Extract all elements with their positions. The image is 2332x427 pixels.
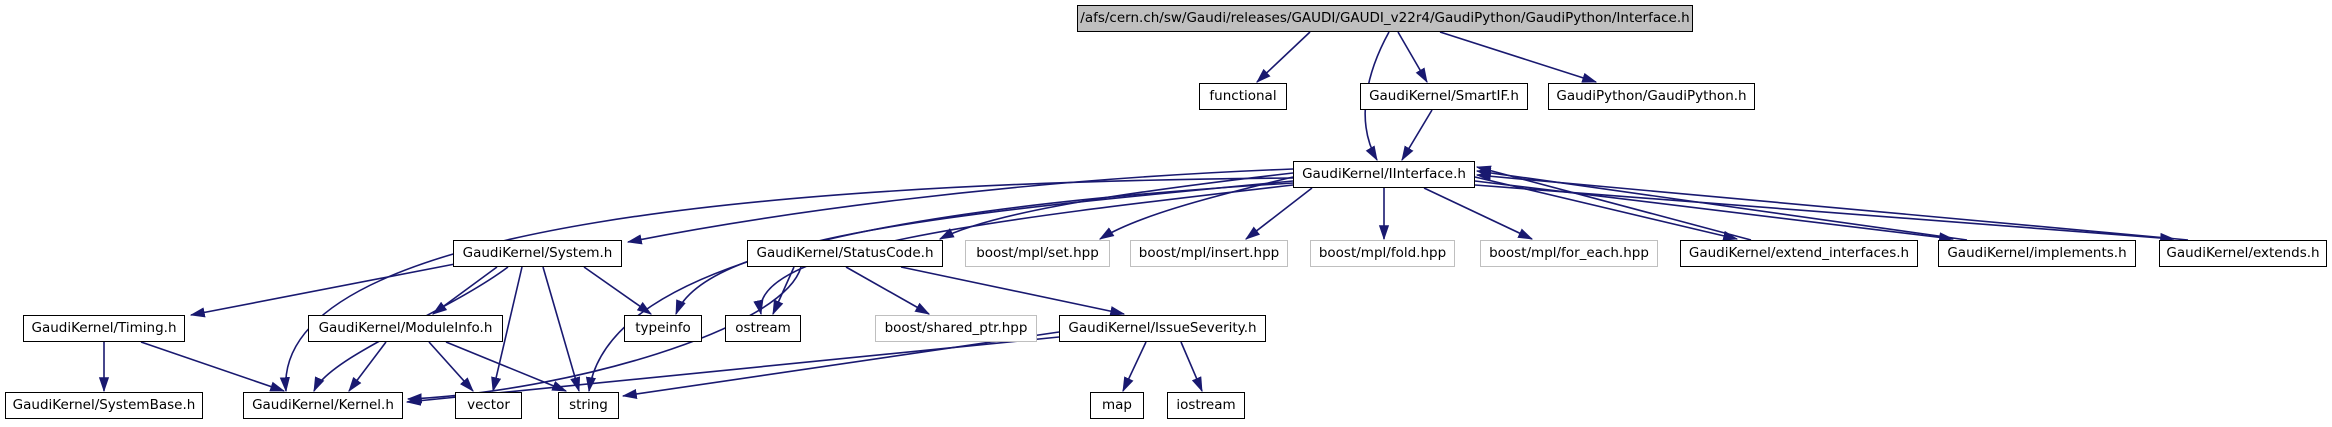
edge-iinterface-extends xyxy=(1474,184,2176,244)
graph-node-extend_interfaces[interactable]: GaudiKernel/extend_interfaces.h xyxy=(1680,240,1918,267)
edge-iinterface-mpl_set xyxy=(1098,176,1294,240)
graph-node-iostream: iostream xyxy=(1167,392,1245,419)
graph-node-functional: functional xyxy=(1199,83,1287,110)
graph-node-mpl_fold: boost/mpl/fold.hpp xyxy=(1310,240,1455,267)
graph-node-systembase[interactable]: GaudiKernel/SystemBase.h xyxy=(5,392,203,419)
graph-node-label: GaudiKernel/SmartIF.h xyxy=(1369,87,1519,104)
edge-iinterface-ostream xyxy=(753,184,1294,316)
graph-node-statuscode[interactable]: GaudiKernel/StatusCode.h xyxy=(747,240,943,267)
edge-system-timing xyxy=(189,263,456,318)
edge-system-string xyxy=(542,266,581,393)
edge-root-functional xyxy=(1256,31,1311,83)
edge-iinterface-mpl_foreach xyxy=(1423,187,1534,240)
graph-node-label: GaudiKernel/implements.h xyxy=(1947,244,2127,261)
graph-node-typeinfo: typeinfo xyxy=(624,315,702,342)
edge-timing-kernel xyxy=(140,341,286,392)
graph-node-label: GaudiKernel/extend_interfaces.h xyxy=(1688,244,1910,261)
graph-node-vector: vector xyxy=(455,392,522,419)
graph-node-kernel[interactable]: GaudiKernel/Kernel.h xyxy=(243,392,403,419)
edge-smartif-iinterface xyxy=(1401,109,1433,162)
graph-node-label: typeinfo xyxy=(635,319,691,336)
graph-node-label: GaudiKernel/SystemBase.h xyxy=(12,396,196,413)
edge-iinterface-extend_interfaces xyxy=(1474,176,1739,241)
graph-node-label: GaudiKernel/ModuleInfo.h xyxy=(318,319,493,336)
edge-root-gaudipython xyxy=(1439,31,1598,83)
graph-node-timing[interactable]: GaudiKernel/Timing.h xyxy=(23,315,185,342)
graph-node-extends[interactable]: GaudiKernel/extends.h xyxy=(2159,240,2327,267)
edge-root-smartif xyxy=(1397,31,1428,84)
graph-node-label: GaudiKernel/IInterface.h xyxy=(1302,165,1466,182)
edge-extends-iinterface xyxy=(1475,171,2189,241)
graph-node-ostream: ostream xyxy=(725,315,801,342)
graph-node-sharedptr: boost/shared_ptr.hpp xyxy=(875,315,1037,342)
graph-node-label: iostream xyxy=(1176,396,1236,413)
graph-node-issueseverity[interactable]: GaudiKernel/IssueSeverity.h xyxy=(1059,315,1266,342)
graph-node-gaudipython[interactable]: GaudiPython/GaudiPython.h xyxy=(1548,83,1755,110)
graph-node-label: string xyxy=(569,396,608,413)
graph-node-label: boost/mpl/set.hpp xyxy=(976,244,1099,261)
edge-iinterface-system xyxy=(626,168,1294,245)
graph-node-mpl_foreach: boost/mpl/for_each.hpp xyxy=(1480,240,1658,267)
graph-node-label: GaudiKernel/Timing.h xyxy=(31,319,177,336)
edge-iinterface-string xyxy=(585,182,1294,393)
graph-node-label: GaudiKernel/System.h xyxy=(462,244,613,261)
graph-node-label: GaudiKernel/extends.h xyxy=(2166,244,2320,261)
edge-iinterface-kernel xyxy=(279,177,1294,393)
edge-system-vector xyxy=(491,266,523,393)
graph-node-label: GaudiKernel/StatusCode.h xyxy=(756,244,934,261)
edge-iinterface-statuscode xyxy=(938,172,1294,240)
edge-moduleinfo-vector xyxy=(428,341,474,392)
graph-node-mpl_insert: boost/mpl/insert.hpp xyxy=(1130,240,1288,267)
edge-statuscode-ostream xyxy=(772,266,795,316)
graph-node-label: ostream xyxy=(735,319,791,336)
graph-node-iinterface[interactable]: GaudiKernel/IInterface.h xyxy=(1293,161,1475,188)
edge-issueseverity-map xyxy=(1122,341,1147,393)
graph-node-label: boost/shared_ptr.hpp xyxy=(884,319,1028,336)
edge-iinterface-mpl_insert xyxy=(1245,187,1313,240)
graph-node-mpl_set: boost/mpl/set.hpp xyxy=(965,240,1110,267)
graph-node-string: string xyxy=(558,392,619,419)
edge-moduleinfo-string xyxy=(445,341,568,392)
graph-node-moduleinfo[interactable]: GaudiKernel/ModuleInfo.h xyxy=(308,315,503,342)
graph-node-root: /afs/cern.ch/sw/Gaudi/releases/GAUDI/GAU… xyxy=(1077,5,1693,32)
graph-node-label: /afs/cern.ch/sw/Gaudi/releases/GAUDI/GAU… xyxy=(1080,9,1690,26)
graph-node-label: GaudiPython/GaudiPython.h xyxy=(1556,87,1747,104)
graph-node-smartif[interactable]: GaudiKernel/SmartIF.h xyxy=(1360,83,1528,110)
edge-system-typeinfo xyxy=(583,266,652,315)
edge-statuscode-issueseverity xyxy=(900,266,1126,317)
graph-node-label: map xyxy=(1102,396,1132,413)
graph-node-system[interactable]: GaudiKernel/System.h xyxy=(453,240,622,267)
graph-node-label: vector xyxy=(467,396,510,413)
graph-node-label: GaudiKernel/Kernel.h xyxy=(252,396,394,413)
graph-node-label: boost/mpl/for_each.hpp xyxy=(1489,244,1649,261)
edge-issueseverity-iostream xyxy=(1180,341,1203,393)
graph-node-label: functional xyxy=(1209,87,1277,104)
edge-issueseverity-string xyxy=(621,331,1060,400)
edge-issueseverity-kernel xyxy=(405,336,1060,406)
graph-node-implements[interactable]: GaudiKernel/implements.h xyxy=(1938,240,2136,267)
graph-node-map: map xyxy=(1090,392,1144,419)
graph-node-label: boost/mpl/insert.hpp xyxy=(1138,244,1280,261)
edge-moduleinfo-kernel xyxy=(348,341,387,392)
edge-statuscode-sharedptr xyxy=(845,266,931,315)
graph-node-label: GaudiKernel/IssueSeverity.h xyxy=(1068,319,1257,336)
graph-node-label: boost/mpl/fold.hpp xyxy=(1318,244,1447,261)
